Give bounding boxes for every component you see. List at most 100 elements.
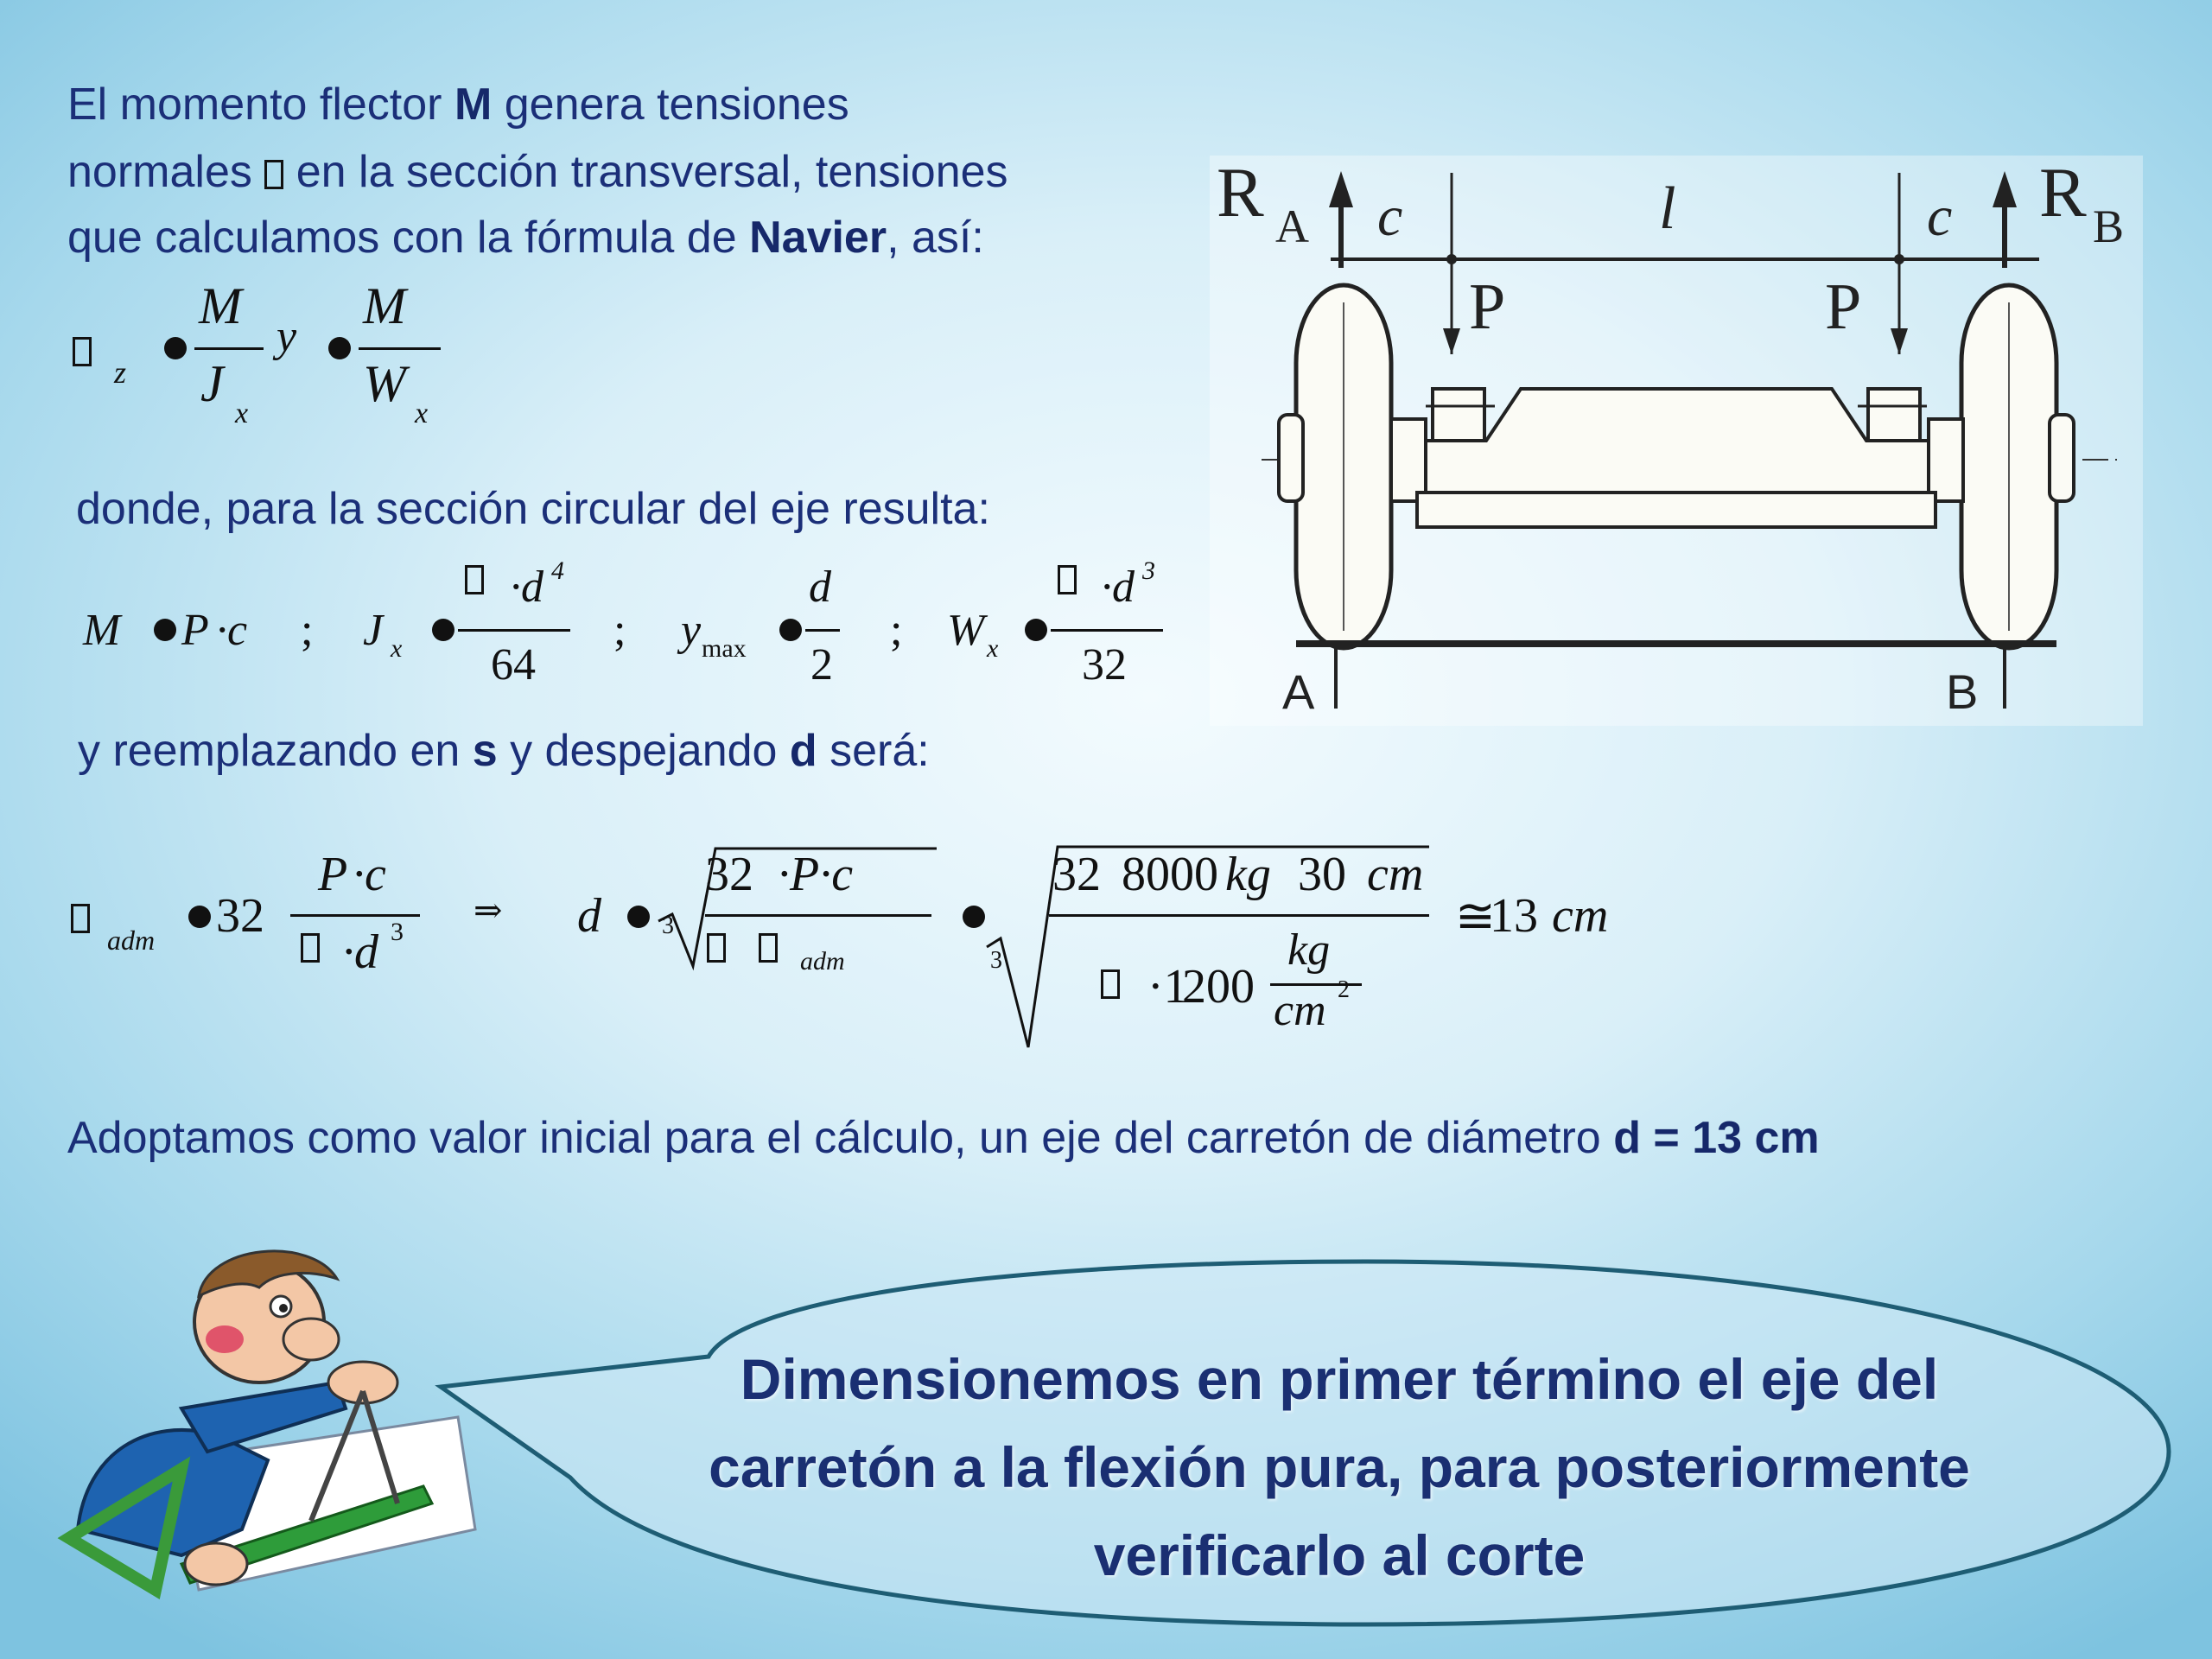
fraction-bar-9	[1270, 983, 1362, 986]
cube-root-sign-2	[986, 845, 1429, 1048]
load-P: P	[181, 606, 209, 655]
equals-glyph-2	[328, 337, 351, 359]
equals-glyph-4	[432, 619, 454, 641]
label-RB: R	[2039, 156, 2087, 232]
label-RB-sub: B	[2093, 200, 2124, 252]
subscript-adm-2: adm	[800, 947, 845, 976]
times-P-c-glyph: ·P·c	[778, 848, 854, 901]
reemplazo-line: y reemplazando en s y despejando d será:	[78, 726, 930, 776]
sigma-adm-glyph	[71, 904, 90, 933]
equals-glyph-3	[154, 619, 176, 641]
navier-formula: z M J x y M W x	[69, 276, 518, 441]
fraction-bar-4	[805, 629, 840, 632]
speech-bubble	[435, 1259, 2171, 1627]
variable-y: y	[276, 312, 297, 361]
denominator-2: 2	[810, 640, 833, 690]
label-RA-sub: A	[1275, 200, 1309, 252]
fraction-bar-2	[359, 347, 441, 350]
times-1-glyph: ·1	[1147, 960, 1188, 1014]
pi-glyph-5	[1101, 969, 1120, 999]
numerator-P: P	[318, 848, 348, 901]
coefficient-32: 32	[216, 889, 264, 943]
fraction-bar-3	[458, 629, 570, 632]
fraction-bar-5	[1051, 629, 1163, 632]
moment-M: M	[83, 606, 121, 655]
approx-glyph: ≅	[1455, 890, 1496, 944]
equals-glyph-5	[779, 619, 802, 641]
value-8000: 8000	[1122, 848, 1218, 901]
intro-line-1: El momento flector M genera tensiones	[67, 79, 849, 130]
times-c-glyph: ·c	[216, 606, 248, 655]
variable-d: d	[577, 889, 601, 943]
modulus-W: W	[947, 606, 985, 655]
denominator-64: 64	[491, 640, 536, 690]
intro-line-3: que calculamos con la fórmula de Navier,…	[67, 213, 984, 263]
implies-glyph: ⇒	[474, 891, 503, 930]
subscript-x: x	[235, 397, 249, 429]
fraction-denominator-J: J	[200, 355, 224, 412]
fraction-bar	[194, 347, 264, 350]
fraction-bar-6	[290, 914, 420, 917]
subscript-x-2: x	[415, 397, 429, 429]
times-d-glyph: ·d	[510, 563, 543, 612]
intro-line-2: normales en la sección transversal, tens…	[67, 147, 1008, 197]
bubble-line-1: Dimensionemos en primer término el eje d…	[740, 1347, 1939, 1411]
label-l: l	[1659, 175, 1675, 242]
bubble-line-2: carretón a la flexión pura, para posteri…	[709, 1435, 1970, 1499]
engineer-illustration	[57, 1249, 477, 1600]
separator-3: ;	[890, 606, 903, 655]
unit-kg-2: kg	[1287, 925, 1331, 975]
equals-glyph	[164, 337, 187, 359]
pi-glyph-4	[707, 933, 726, 963]
axle-diagram: R A c l c R B P P A B	[1210, 156, 2143, 726]
donde-line: donde, para la sección circular del eje …	[76, 484, 990, 534]
value-1200: 200	[1182, 960, 1255, 1014]
modulus-subscript-x: x	[987, 634, 999, 663]
separator-1: ;	[301, 606, 314, 655]
times-c-glyph-2: ·c	[353, 848, 386, 901]
pi-glyph-3	[301, 933, 320, 963]
fraction-bar-8	[1049, 914, 1429, 917]
root-numerator-32: 32	[705, 848, 753, 901]
exponent-3: 3	[1142, 556, 1155, 585]
times-d-glyph-2: ·d	[1101, 563, 1135, 612]
sigma-glyph-2	[759, 933, 778, 963]
denominator-32: 32	[1082, 640, 1127, 690]
inertia-subscript-x: x	[391, 634, 403, 663]
exponent-2: 2	[1338, 976, 1350, 1003]
missing-glyph-box	[264, 160, 284, 190]
exponent-4: 4	[551, 556, 564, 585]
label-P-right: P	[1825, 270, 1861, 343]
cube-root-sign-1	[658, 847, 937, 971]
fraction-denominator-W: W	[363, 355, 406, 412]
subscript-adm: adm	[107, 925, 156, 956]
variable-y-max: y	[681, 606, 702, 655]
label-c-left: c	[1377, 185, 1402, 248]
sigma-glyph	[73, 337, 92, 366]
result-unit-cm: cm	[1552, 889, 1609, 943]
fraction-bar-7	[705, 914, 931, 917]
fraction-numerator-M: M	[199, 277, 242, 334]
equals-glyph-9	[963, 906, 985, 928]
label-A: A	[1282, 664, 1315, 719]
times-d-glyph-3: ·d	[342, 925, 378, 979]
label-c-right: c	[1927, 185, 1952, 248]
unit-cm-2: cm	[1274, 986, 1326, 1035]
root-index-3-b: 3	[990, 947, 1002, 974]
label-RA: R	[1217, 156, 1264, 232]
equals-glyph-6	[1025, 619, 1047, 641]
subscript-max: max	[702, 634, 747, 663]
equals-glyph-7	[188, 906, 211, 928]
pi-glyph-2	[1058, 565, 1077, 594]
unit-cm: cm	[1367, 848, 1424, 901]
unit-kg: kg	[1225, 848, 1271, 901]
inertia-J: J	[363, 606, 384, 655]
value-30: 30	[1298, 848, 1346, 901]
label-B: B	[1946, 664, 1978, 719]
sigma-subscript-z: z	[114, 355, 127, 390]
result-13: 13	[1490, 889, 1538, 943]
section-formulas: M P ·c ; J x ·d 4 64 ; y max d 2 ; W x ·…	[78, 556, 1201, 700]
label-P-left: P	[1469, 270, 1505, 343]
bubble-line-3: verificarlo al corte	[1093, 1523, 1586, 1587]
equals-glyph-8	[627, 906, 650, 928]
